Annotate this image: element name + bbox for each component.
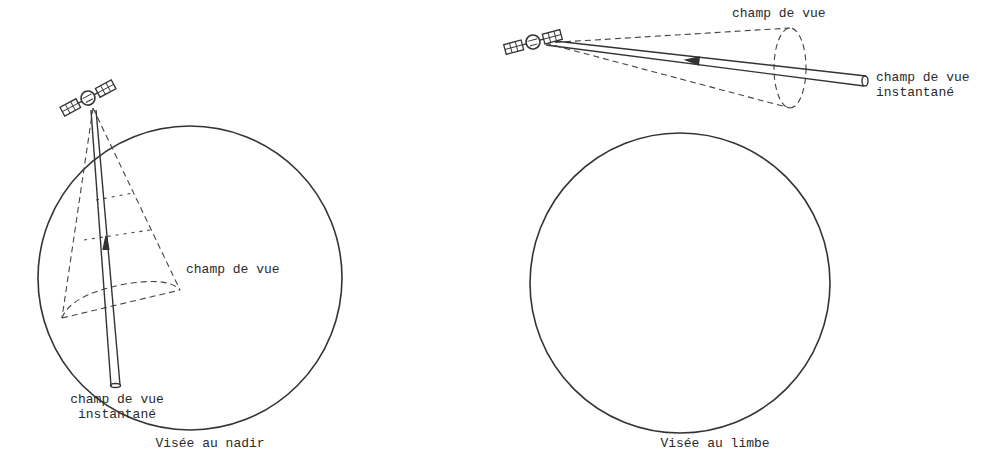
nadir-field-of-view bbox=[62, 108, 180, 318]
nadir-instant-view bbox=[91, 110, 121, 388]
instant-field-label: champ de vue instantané bbox=[62, 392, 172, 422]
instant-field-label: champ de vue instantané bbox=[876, 70, 994, 100]
view-title: Visée au nadir bbox=[140, 436, 280, 451]
limb-field-of-view bbox=[545, 28, 806, 108]
limb-instant-view bbox=[546, 40, 868, 86]
field-of-view-label: champ de vue bbox=[186, 262, 296, 277]
satellite bbox=[59, 78, 117, 118]
field-of-view-label: champ de vue bbox=[732, 6, 842, 21]
earth-limb bbox=[530, 133, 830, 433]
view-title: Visée au limbe bbox=[640, 436, 790, 451]
satellite bbox=[503, 28, 563, 57]
